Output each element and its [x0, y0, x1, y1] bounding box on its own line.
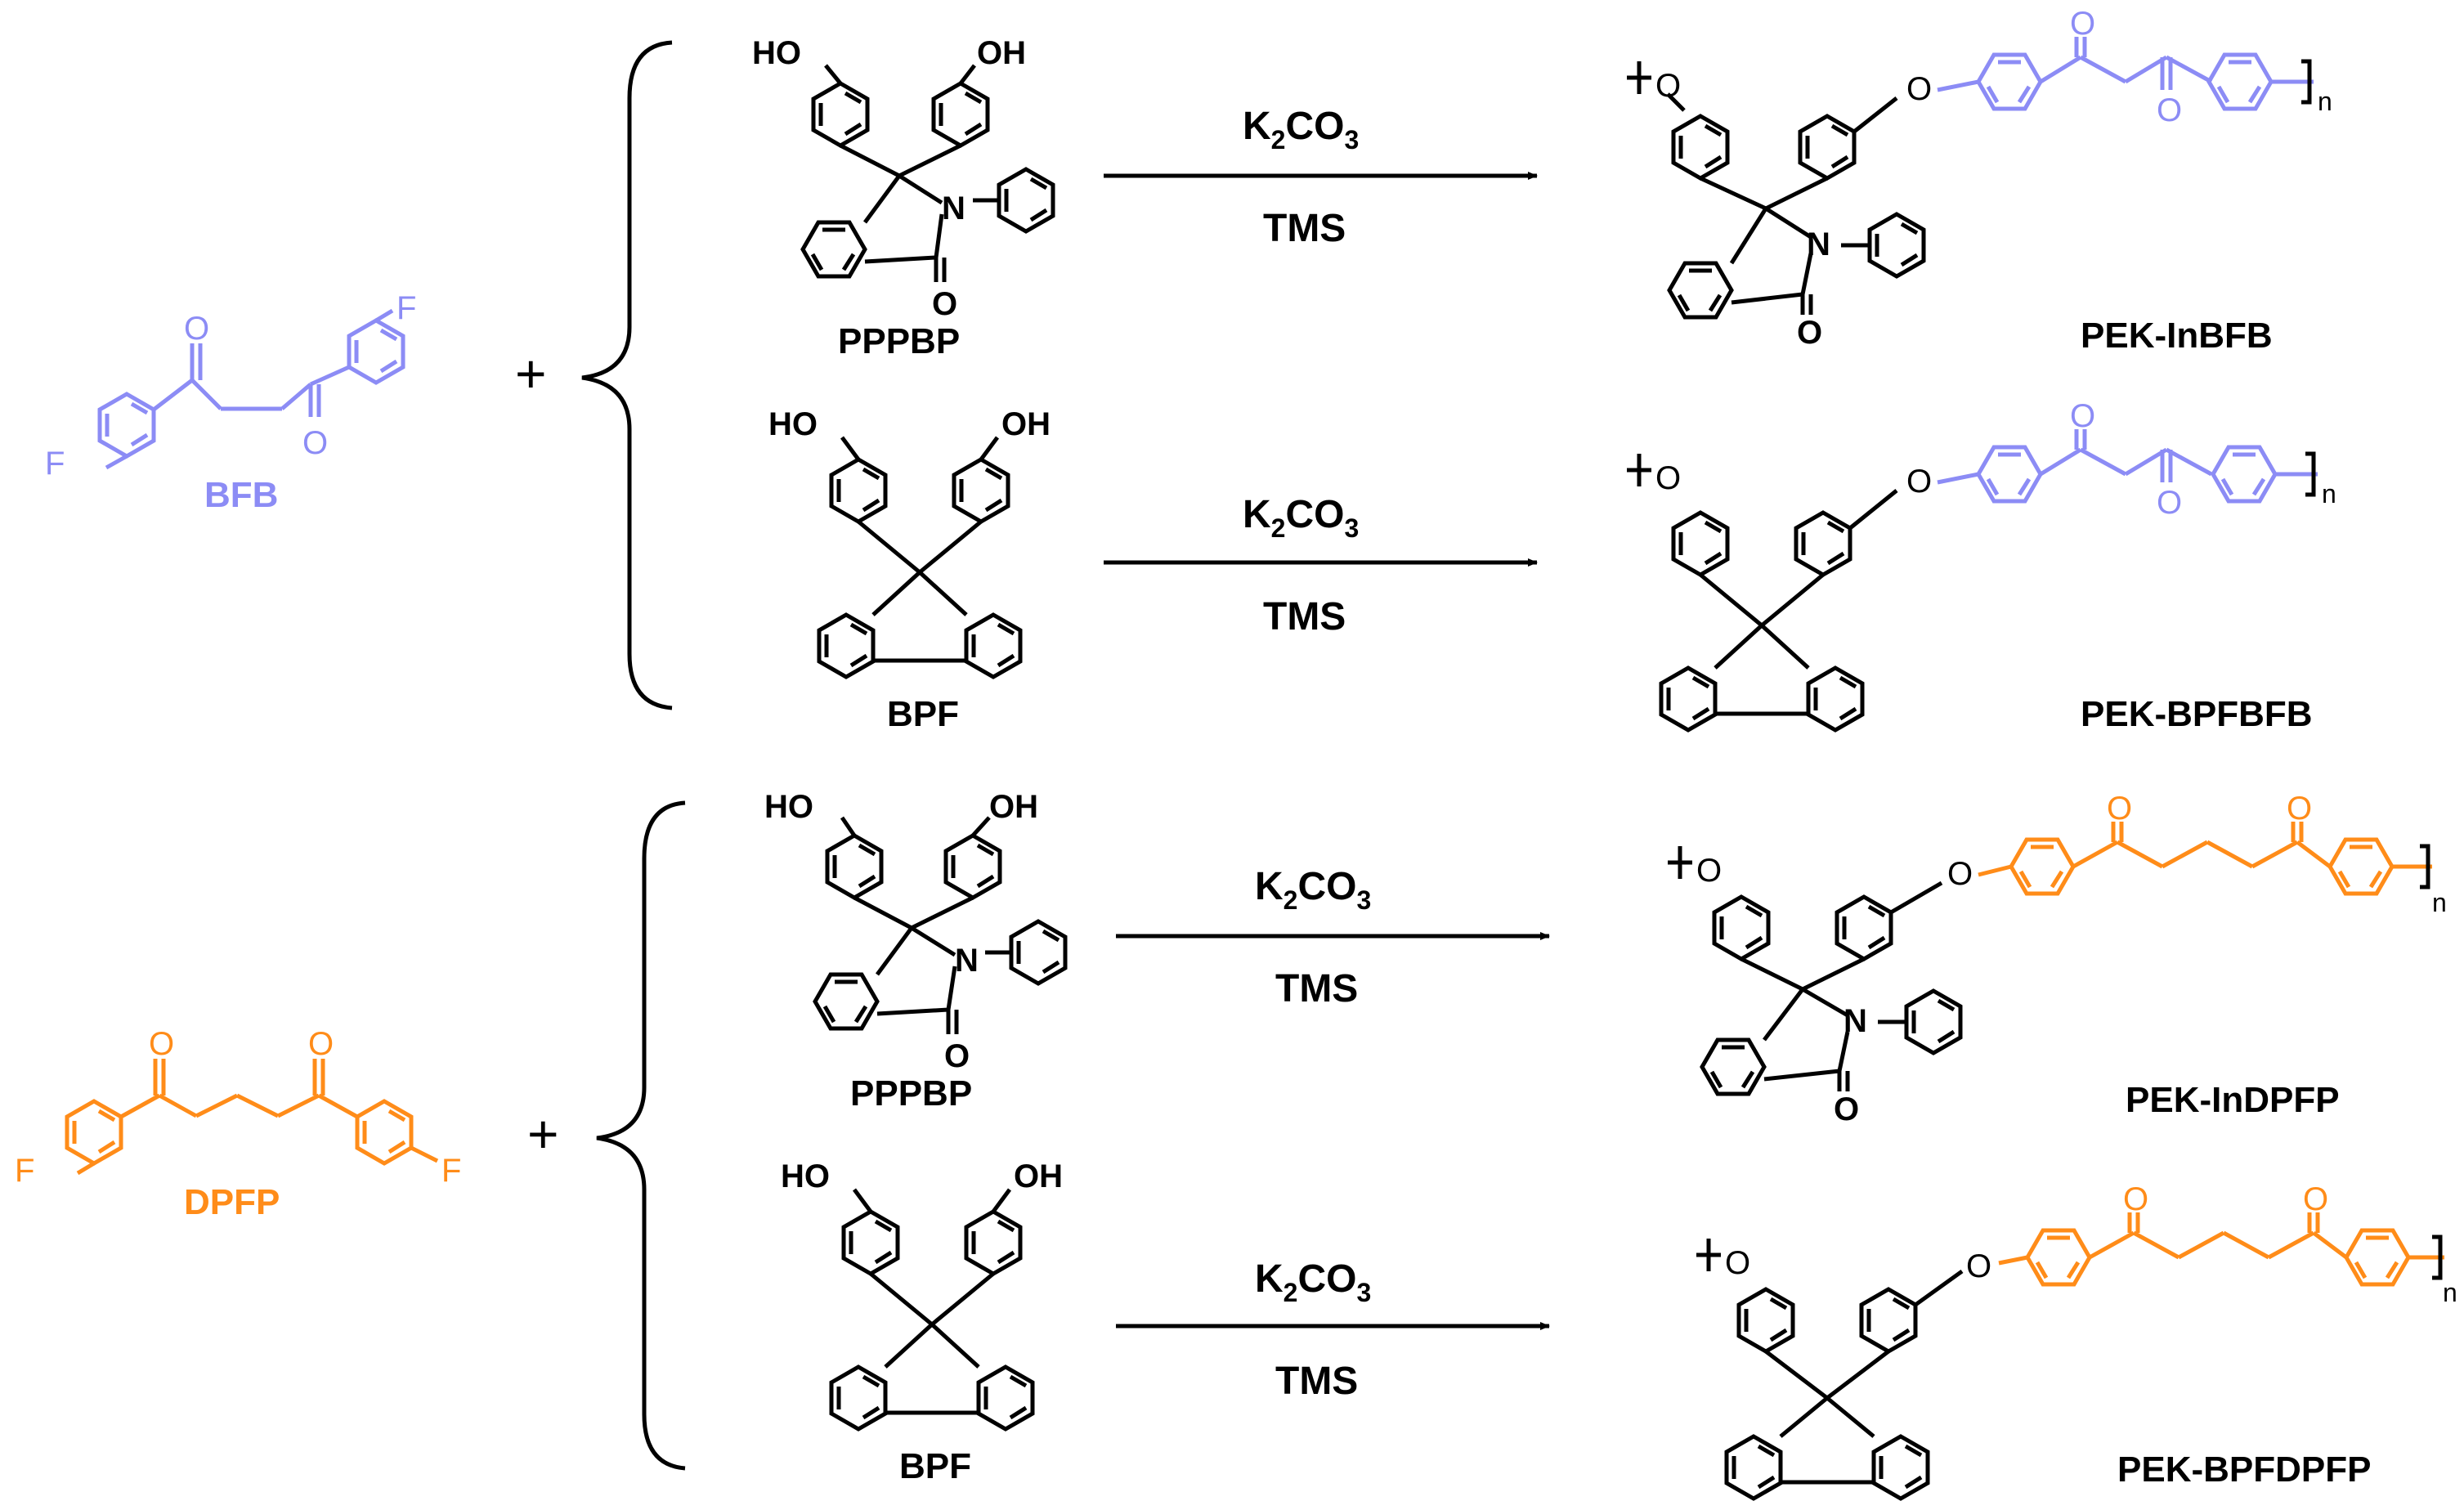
bfb-f-right: F: [396, 290, 416, 326]
pppbp-label-bottom: PPPBP: [850, 1073, 972, 1113]
product-4-o-end: O: [1725, 1245, 1750, 1281]
condition-base-4: K2CO3: [1255, 1257, 1371, 1307]
product-pek-bpfbfb-label: PEK-BPFBFB: [2081, 694, 2313, 734]
plus-sign-bottom: +: [527, 1104, 559, 1164]
product-2-o-keto-a: O: [2070, 398, 2095, 434]
bpf-ho-top: HO: [768, 406, 818, 442]
product-1-n-subscript: n: [2318, 87, 2332, 116]
dpfp-f-left: F: [15, 1153, 34, 1189]
pppbp-ho-bottom: HO: [764, 789, 813, 825]
bpf-label-bottom: BPF: [899, 1446, 971, 1486]
product-3-o-ether: O: [1947, 856, 1973, 892]
condition-base-3: K2CO3: [1255, 865, 1371, 915]
product-3-o-keto-a: O: [2107, 791, 2132, 827]
pppbp-n-top: N: [942, 190, 965, 226]
product-3-o-end: O: [1696, 853, 1722, 889]
pppbp-label-top: PPPBP: [838, 321, 960, 361]
product-pek-indpfp-label: PEK-InDPFP: [2126, 1080, 2340, 1120]
product-2-o-end: O: [1655, 460, 1681, 496]
product-pek-indpfp-structure: [1668, 822, 2432, 1094]
pppbp-structure-top: [803, 64, 1053, 282]
plus-sign-top: +: [515, 343, 547, 404]
product-4-o-keto-a: O: [2123, 1181, 2148, 1217]
brace-top: [581, 40, 673, 710]
product-4-n-subscript: n: [2443, 1278, 2457, 1307]
reaction-arrow-4: K2CO3 TMS: [1116, 1257, 1550, 1403]
product-pek-bpfbfb-structure: [1627, 429, 2318, 730]
bfb-o-right: O: [302, 425, 328, 461]
product-1-o-keto-b: O: [2157, 92, 2182, 128]
condition-solvent-1: TMS: [1263, 207, 1346, 250]
pppbp-o-bottom: O: [944, 1038, 970, 1074]
dpfp-structure: [67, 1059, 439, 1176]
pppbp-structure-bottom: [815, 816, 1065, 1034]
pppbp-o-top: O: [932, 286, 957, 322]
product-3-n: N: [1844, 1003, 1867, 1039]
product-3-n-subscript: n: [2432, 888, 2447, 917]
bpf-structure-top: [819, 436, 1020, 677]
product-pek-bpfdpfp-label: PEK-BPFDPFP: [2117, 1450, 2371, 1490]
product-4-o-ether: O: [1966, 1248, 1991, 1284]
product-3-o-carbonyl: O: [1834, 1091, 1859, 1127]
reaction-arrow-1: K2CO3 TMS: [1104, 105, 1538, 250]
bfb-f-left: F: [45, 446, 65, 482]
condition-solvent-4: TMS: [1275, 1360, 1358, 1403]
condition-base-2: K2CO3: [1243, 493, 1359, 543]
product-1-o-end: O: [1655, 68, 1681, 104]
pppbp-oh-top: OH: [977, 35, 1026, 71]
product-1-o-keto-a: O: [2070, 6, 2095, 42]
product-2-o-keto-b: O: [2157, 485, 2182, 521]
condition-solvent-3: TMS: [1275, 967, 1358, 1010]
dpfp-o-right: O: [308, 1026, 334, 1062]
product-4-o-keto-b: O: [2303, 1181, 2328, 1217]
product-2-o-ether: O: [1906, 464, 1932, 500]
product-2-n-subscript: n: [2322, 479, 2336, 509]
brace-bottom: [596, 800, 686, 1471]
dpfp-f-right: F: [441, 1153, 461, 1189]
pppbp-oh-bottom: OH: [989, 789, 1038, 825]
bfb-structure: [100, 308, 403, 470]
bfb-o-left: O: [184, 311, 209, 347]
reaction-arrow-2: K2CO3 TMS: [1104, 493, 1538, 639]
bpf-oh-bottom: OH: [1014, 1158, 1063, 1194]
product-1-o-carbonyl: O: [1797, 315, 1822, 351]
bpf-label-top: BPF: [887, 694, 959, 734]
pppbp-n-bottom: N: [955, 943, 979, 979]
bfb-label: BFB: [204, 475, 278, 515]
dpfp-o-left: O: [149, 1026, 174, 1062]
reaction-arrow-3: K2CO3 TMS: [1116, 865, 1550, 1010]
product-1-o-ether: O: [1906, 71, 1932, 107]
product-1-n: N: [1807, 226, 1830, 262]
bpf-ho-bottom: HO: [781, 1158, 830, 1194]
bpf-structure-bottom: [831, 1188, 1033, 1429]
product-pek-inbfb-label: PEK-InBFB: [2081, 316, 2273, 356]
product-pek-inbfb-structure: [1627, 37, 2314, 317]
dpfp-label: DPFP: [184, 1182, 280, 1222]
condition-base-1: K2CO3: [1243, 105, 1359, 155]
product-pek-bpfdpfp-structure: [1696, 1212, 2444, 1499]
condition-solvent-2: TMS: [1263, 595, 1346, 639]
product-3-o-keto-b: O: [2287, 791, 2312, 827]
bpf-oh-top: OH: [1001, 406, 1051, 442]
pppbp-ho-top: HO: [752, 35, 801, 71]
